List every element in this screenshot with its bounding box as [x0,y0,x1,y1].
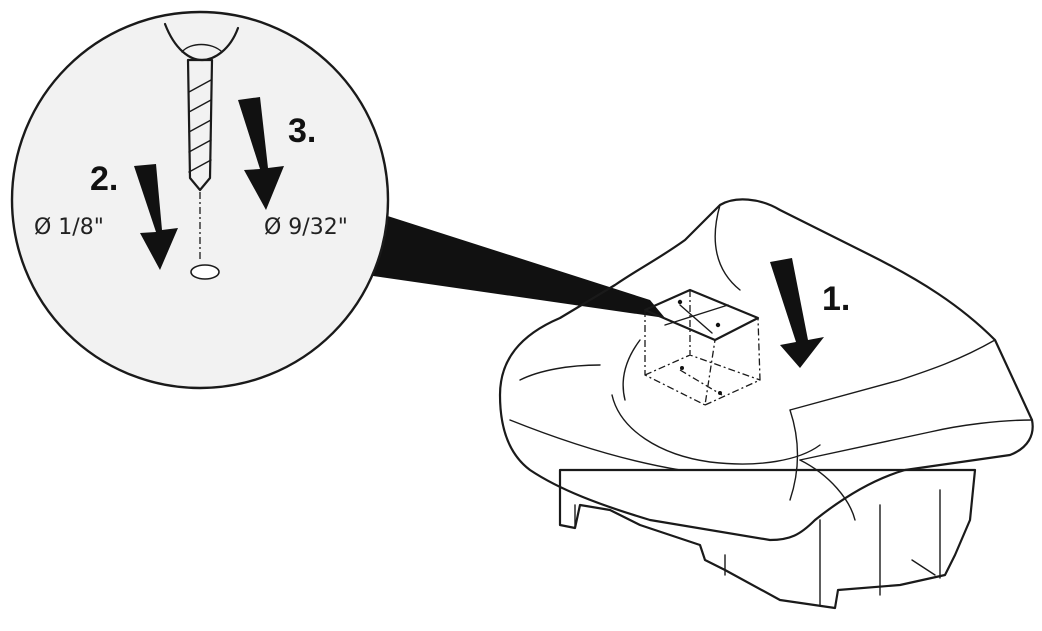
housing-shell [498,198,1034,542]
device-housing [498,198,1034,610]
callout-wedge [366,212,665,318]
drill-bit [186,58,214,192]
housing-base [558,468,977,610]
step2-label: 2. [90,160,118,198]
step3-arrow [238,97,284,210]
step3-label: 3. [288,112,316,150]
template-hole-2 [715,322,721,328]
template-hole-1 [677,299,683,305]
pilot-hole [190,264,220,280]
step1-label: 1. [822,280,850,318]
final-hole-diameter: Ø 9/32" [264,215,348,240]
magnifier [10,10,390,390]
pilot-hole-diameter: Ø 1/8" [34,215,104,240]
projection-box [644,290,761,406]
step1-arrow [770,258,824,368]
magnifier-circle [10,10,390,390]
step2-arrow [134,164,178,270]
